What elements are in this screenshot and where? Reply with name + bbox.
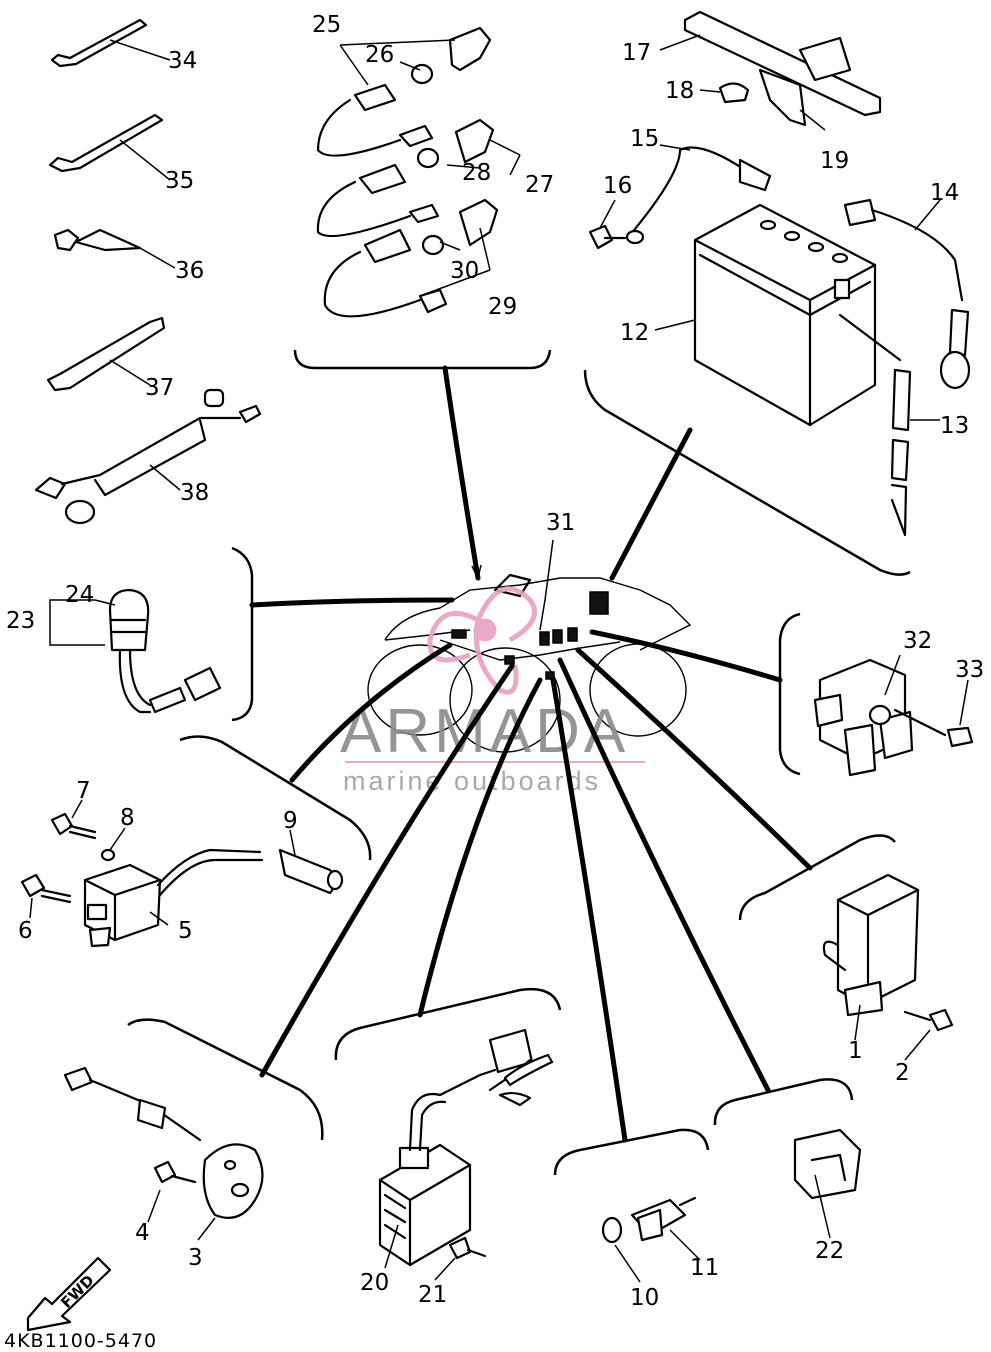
label-33: 33 [955, 657, 984, 683]
label-29: 29 [488, 294, 517, 320]
label-18: 18 [665, 78, 694, 104]
label-15: 15 [630, 126, 659, 152]
label-34: 34 [168, 48, 197, 74]
label-24: 24 [65, 582, 94, 608]
watermark-tagline: marine outboards [343, 766, 601, 796]
fwd-arrow-icon: FWD [26, 1256, 112, 1332]
cdi-unit-group [822, 873, 954, 1061]
document-code: 4KB1100-5470 [4, 1330, 157, 1352]
label-5: 5 [178, 918, 193, 944]
label-30: 30 [450, 258, 479, 284]
label-19: 19 [820, 148, 849, 174]
label-4: 4 [135, 1220, 150, 1246]
cable-ties-group [34, 18, 262, 525]
label-21: 21 [418, 1282, 447, 1308]
label-11: 11 [690, 1255, 719, 1281]
rectifier-group [378, 1028, 554, 1281]
label-26: 26 [365, 42, 394, 68]
label-32: 32 [903, 628, 932, 654]
label-31: 31 [546, 510, 575, 536]
label-2: 2 [895, 1060, 910, 1086]
battery-group [588, 10, 971, 537]
battery-location-mark [589, 591, 609, 615]
label-8: 8 [120, 805, 135, 831]
label-3: 3 [188, 1245, 203, 1271]
label-20: 20 [360, 1270, 389, 1296]
label-38: 38 [180, 480, 209, 506]
label-10: 10 [630, 1285, 659, 1311]
relay-32-33 [813, 654, 974, 777]
pickup-coil-group [63, 1066, 264, 1241]
label-6: 6 [18, 918, 33, 944]
label-25: 25 [312, 12, 341, 38]
callout-lines [127, 349, 911, 1176]
label-7: 7 [76, 778, 91, 804]
label-16: 16 [603, 173, 632, 199]
label-17: 17 [622, 40, 651, 66]
label-28: 28 [462, 160, 491, 186]
label-1: 1 [848, 1038, 863, 1064]
label-13: 13 [940, 413, 969, 439]
part-labels: 34 35 36 37 38 25 26 28 27 30 29 17 18 1… [6, 12, 984, 1311]
armada-logo-icon [427, 586, 537, 695]
sensor-switches-group [316, 26, 521, 318]
label-22: 22 [815, 1238, 844, 1264]
neutral-switch-group [601, 1196, 701, 1283]
label-35: 35 [165, 168, 194, 194]
relay-22 [793, 1128, 862, 1239]
label-23: 23 [6, 608, 35, 634]
label-14: 14 [930, 180, 959, 206]
label-9: 9 [283, 808, 298, 834]
label-27: 27 [525, 172, 554, 198]
watermark: ARMADA marine outboards [340, 586, 645, 796]
ignition-coil-group [20, 799, 344, 948]
switch-23-24 [49, 588, 222, 714]
label-36: 36 [175, 258, 204, 284]
label-12: 12 [620, 320, 649, 346]
label-37: 37 [145, 375, 174, 401]
